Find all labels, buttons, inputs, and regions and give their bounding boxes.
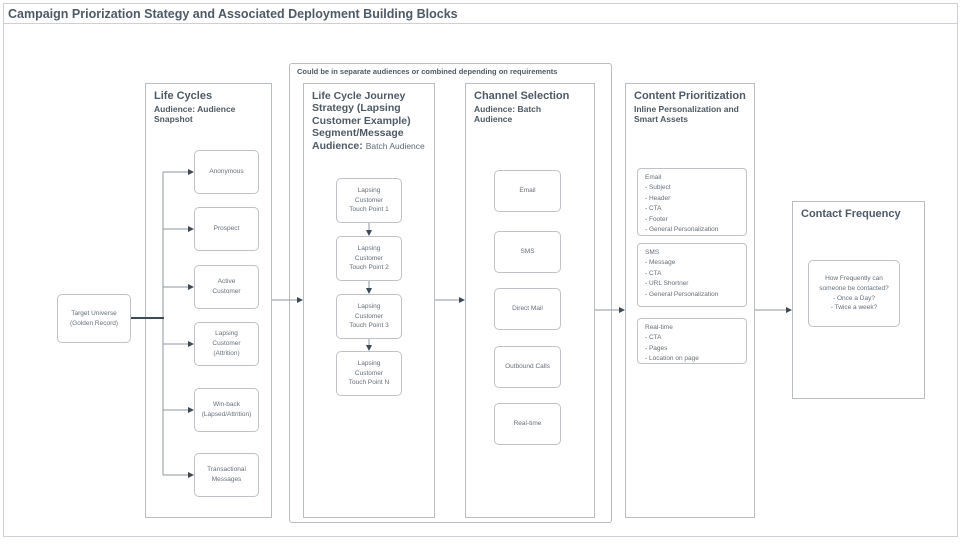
touch-point-n-box: Lapsing Customer Touch Point N [336,351,402,396]
channel-email-box: Email [494,170,561,212]
content-prioritization-subtitle: Inline Personalization and Smart Assets [634,103,739,124]
content-prioritization-header: Content Prioritization Inline Personaliz… [626,84,754,124]
life-cycles-subtitle: Audience: Audience Snapshot [154,103,236,124]
journey-strategy-header: Life Cycle Journey Strategy (Lapsing Cus… [304,84,434,152]
channel-selection-header: Channel Selection Audience: Batch Audien… [466,84,594,124]
touch-point-3-box: Lapsing Customer Touch Point 3 [336,294,402,339]
life-cycle-item-win-back: Win-back (Lapsed/Attrition) [194,388,259,432]
touch-point-2-box: Lapsing Customer Touch Point 2 [336,236,402,281]
life-cycle-item-transactional: Transactional Messages [194,453,259,497]
journey-title-bold: Life Cycle Journey Strategy (Lapsing Cus… [312,90,411,152]
life-cycle-item-active-customer: Active Customer [194,265,259,309]
channel-outbound-calls-box: Outbound Calls [494,346,561,388]
life-cycle-item-anonymous: Anonymous [194,150,259,194]
journey-strategy-title: Life Cycle Journey Strategy (Lapsing Cus… [312,90,426,152]
channel-selection-subtitle: Audience: Batch Audience [474,103,542,124]
channel-selection-title: Channel Selection [474,90,570,102]
life-cycles-header: Life Cycles Audience: Audience Snapshot [146,84,271,124]
combined-audiences-group: Could be in separate audiences or combin… [289,63,612,523]
touch-point-1-box: Lapsing Customer Touch Point 1 [336,178,402,223]
title-bar: Campaign Priorization Stategy and Associ… [3,3,958,24]
channel-sms-box: SMS [494,231,561,273]
contact-frequency-note-box: How Frequently can someone be contacted?… [808,260,900,327]
page-title: Campaign Priorization Stategy and Associ… [8,7,458,21]
content-sms-box: SMS - Message - CTA - URL Shortner - Gen… [637,243,747,307]
life-cycle-item-lapsing-customer: Lapsing Customer (Attrition) [194,322,259,366]
content-prioritization-title: Content Prioritization [634,90,746,102]
content-real-time-box: Real-time - CTA - Pages - Location on pa… [637,318,747,364]
target-universe-box: Target Universe (Golden Record) [57,294,131,343]
life-cycle-item-prospect: Prospect [194,207,259,251]
combined-audiences-note: Could be in separate audiences or combin… [297,67,558,76]
page-border [3,3,958,537]
channel-direct-mail-box: Direct Mail [494,288,561,330]
journey-title-rest: Batch Audience [365,140,425,151]
contact-frequency-title: Contact Frequency [801,208,901,220]
channel-real-time-box: Real-time [494,403,561,445]
contact-frequency-header: Contact Frequency [793,202,924,221]
content-email-box: Email - Subject - Header - CTA - Footer … [637,168,747,236]
life-cycles-title: Life Cycles [154,90,213,102]
